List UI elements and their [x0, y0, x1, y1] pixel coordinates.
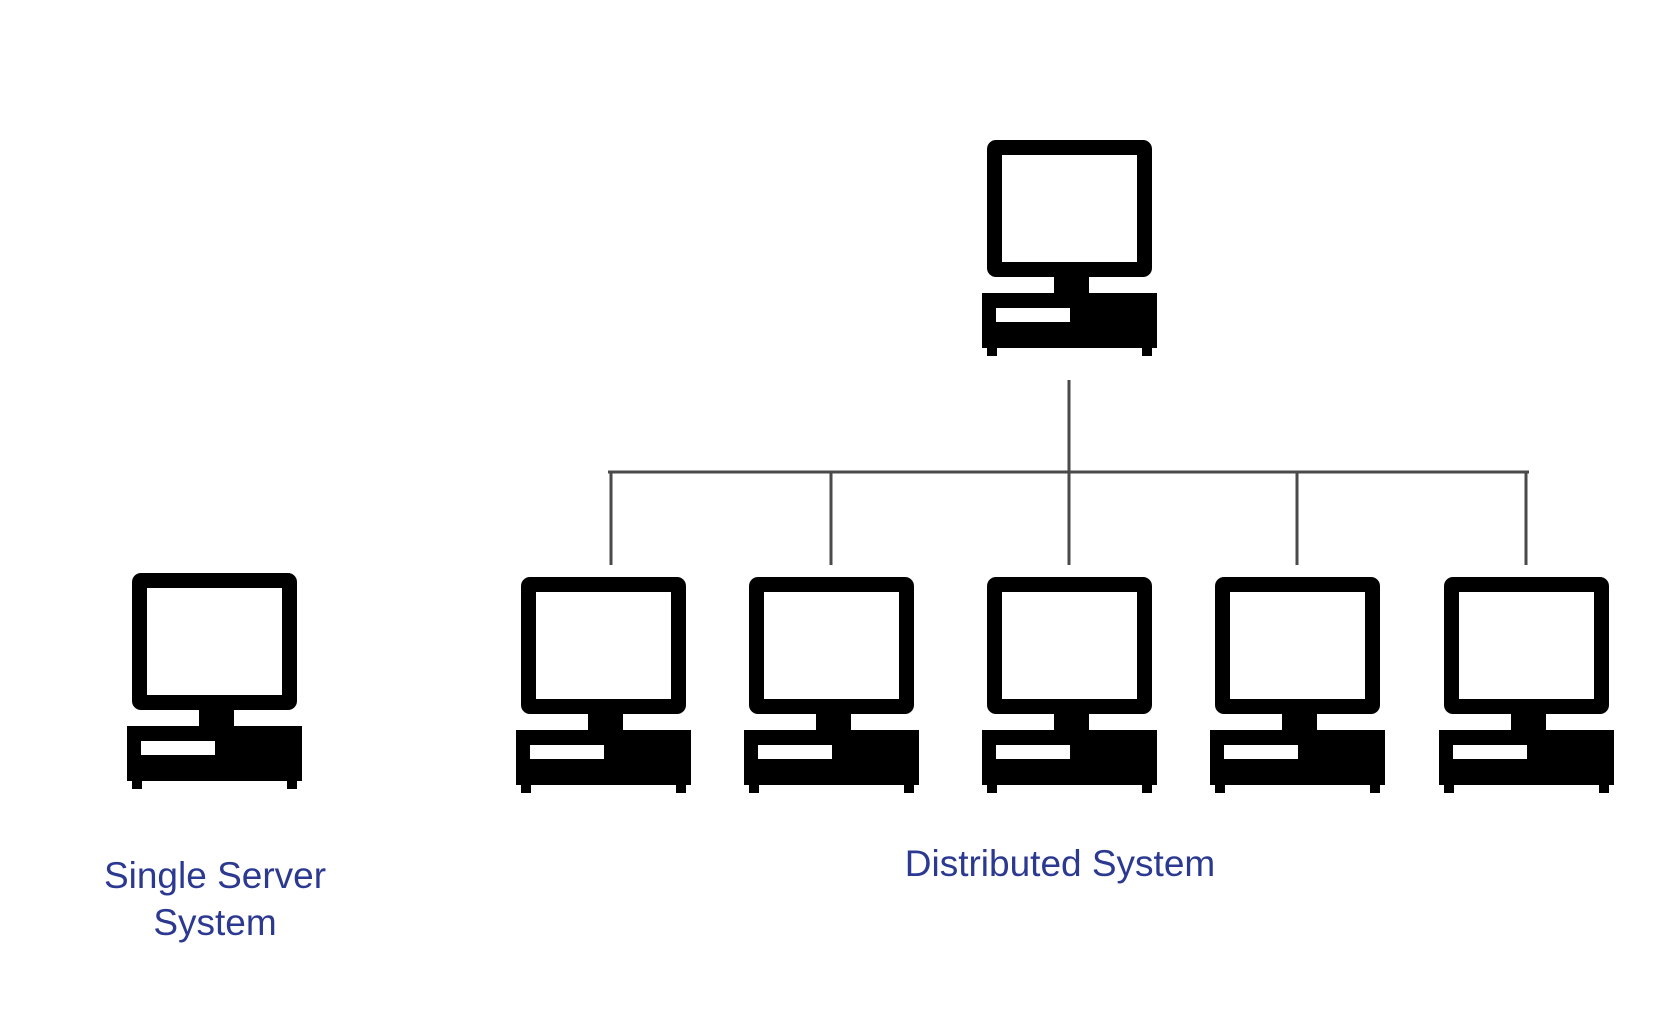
single-server-label-line1: Single Server [103, 855, 327, 896]
distributed-node-computer-icon-2 [744, 577, 919, 793]
central-server-computer-icon [982, 140, 1157, 356]
distributed-node-computer-icon-1 [516, 577, 691, 793]
single-server-computer-icon [127, 573, 302, 789]
network-connectors [608, 380, 1529, 565]
single-server-label: Single Server System [55, 852, 375, 946]
distributed-system-label: Distributed System [904, 843, 1216, 884]
single-server-label-line2: System [153, 902, 277, 943]
distributed-node-computer-icon-5 [1439, 577, 1614, 793]
distributed-node-computer-icon-3 [982, 577, 1157, 793]
distributed-node-computer-icon-4 [1210, 577, 1385, 793]
